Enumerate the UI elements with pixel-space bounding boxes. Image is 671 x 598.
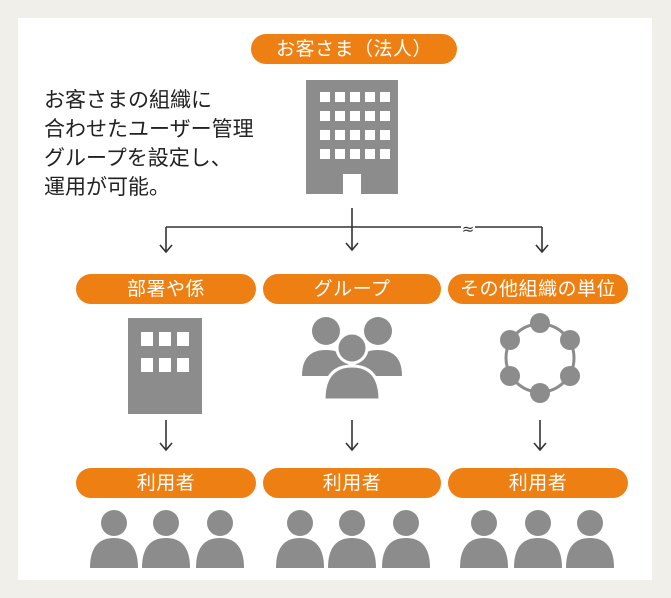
branch-label-other-unit: その他組織の単位 — [448, 274, 628, 304]
person-icon — [382, 510, 430, 568]
gap-mark: ≈ — [462, 220, 475, 238]
description-line-3: グループを設定し、 — [44, 146, 232, 170]
user-label-3: 利用者 — [448, 468, 628, 498]
user-label-2: 利用者 — [263, 468, 441, 498]
network-ring-icon — [500, 313, 580, 403]
top-label-customer: お客さま（法人） — [251, 34, 457, 64]
person-icon — [276, 510, 324, 568]
description-line-4: 運用が可能。 — [44, 175, 170, 199]
person-icon — [142, 510, 190, 568]
user-label-1: 利用者 — [76, 468, 256, 498]
person-icon — [460, 510, 508, 568]
description-line-1: お客さまの組織に — [44, 88, 212, 112]
person-icon — [196, 510, 244, 568]
office-building-icon — [306, 80, 398, 194]
description-text: お客さまの組織に 合わせたユーザー管理 グループを設定し、 運用が可能。 — [44, 86, 254, 202]
person-icon — [328, 510, 376, 568]
person-icon — [514, 510, 562, 568]
department-building-icon — [128, 318, 202, 414]
description-line-2: 合わせたユーザー管理 — [44, 117, 254, 141]
person-icon — [90, 510, 138, 568]
branch-label-department: 部署や係 — [76, 274, 256, 304]
arrow-left — [159, 244, 173, 254]
gap-mask — [461, 220, 475, 234]
arrow-center — [345, 242, 359, 252]
arrow-right — [535, 244, 549, 254]
branch-label-group: グループ — [263, 274, 441, 304]
group-people-icon — [302, 317, 402, 400]
person-icon — [566, 510, 614, 568]
